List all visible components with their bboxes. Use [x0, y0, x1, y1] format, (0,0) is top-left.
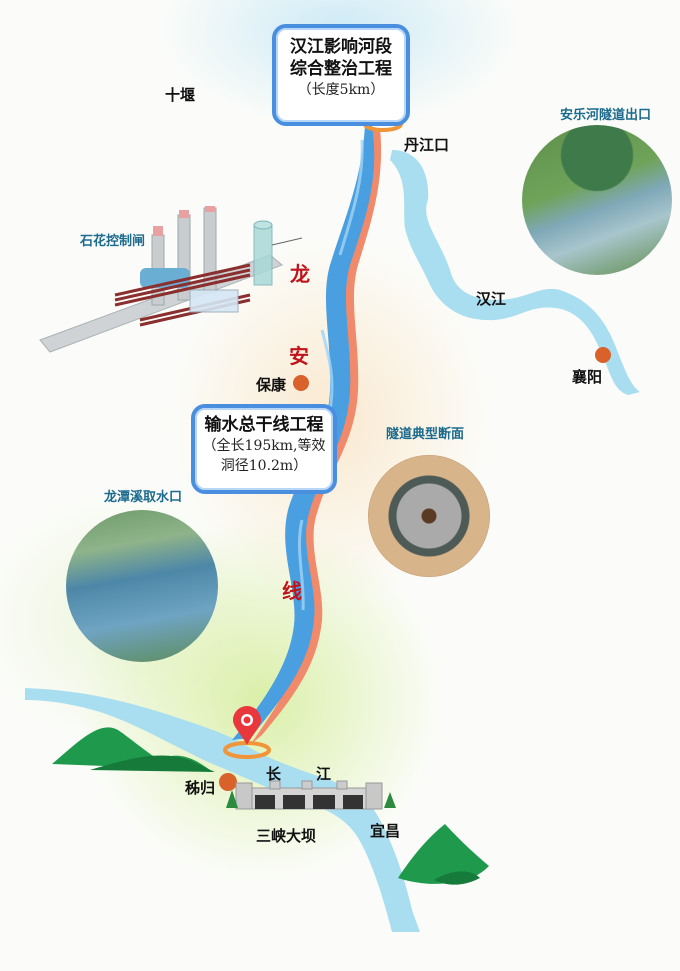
callout-hanjiang-rectification: 汉江影响河段 综合整治工程 （长度5km） [272, 24, 410, 126]
zigui-dot [219, 773, 237, 791]
label-hanjiang: 汉江 [476, 290, 507, 308]
mountain-left [52, 727, 215, 772]
label-shiyan: 十堰 [165, 86, 196, 104]
pin-yangtze [223, 706, 271, 759]
label-tunnel-section: 隧道典型断面 [386, 427, 465, 442]
label-longtanxi-intake: 龙潭溪取水口 [104, 490, 183, 505]
longtanxi-intake-photo [66, 510, 218, 662]
label-baokang: 保康 [256, 376, 287, 394]
label-shihua-gate: 石花控制闸 [80, 234, 146, 249]
tunnel-section-photo [368, 455, 490, 577]
changjiang-river [25, 688, 420, 932]
label-xiangyang: 襄阳 [572, 368, 603, 386]
route-char-xian: 线 [282, 579, 302, 603]
label-zigui: 秭归 [185, 779, 216, 797]
callout-main-trunk: 输水总干线工程 （全长195km,等效 洞径10.2m） [191, 404, 337, 494]
anlehe-tunnel-exit-photo [522, 125, 672, 275]
baokang-dot [293, 375, 309, 391]
label-yichang: 宜昌 [370, 822, 401, 840]
route-char-an: 安 [289, 344, 309, 368]
project-river [232, 125, 375, 740]
label-three-gorges-dam: 三峡大坝 [256, 827, 317, 845]
project-river-edge [250, 128, 382, 745]
label-changjiang-2: 江 [316, 765, 332, 783]
xiangyang-dot [595, 347, 611, 363]
mountain-right [398, 824, 489, 885]
shihua-gate-illustration [39, 206, 303, 353]
hanjiang-river [390, 150, 640, 395]
label-danjiangkou: 丹江口 [404, 136, 450, 154]
label-anlehe-tunnel-exit: 安乐河隧道出口 [560, 108, 652, 123]
three-gorges-dam [226, 780, 396, 810]
route-char-long: 龙 [290, 262, 310, 286]
label-changjiang-1: 长 [266, 765, 282, 783]
